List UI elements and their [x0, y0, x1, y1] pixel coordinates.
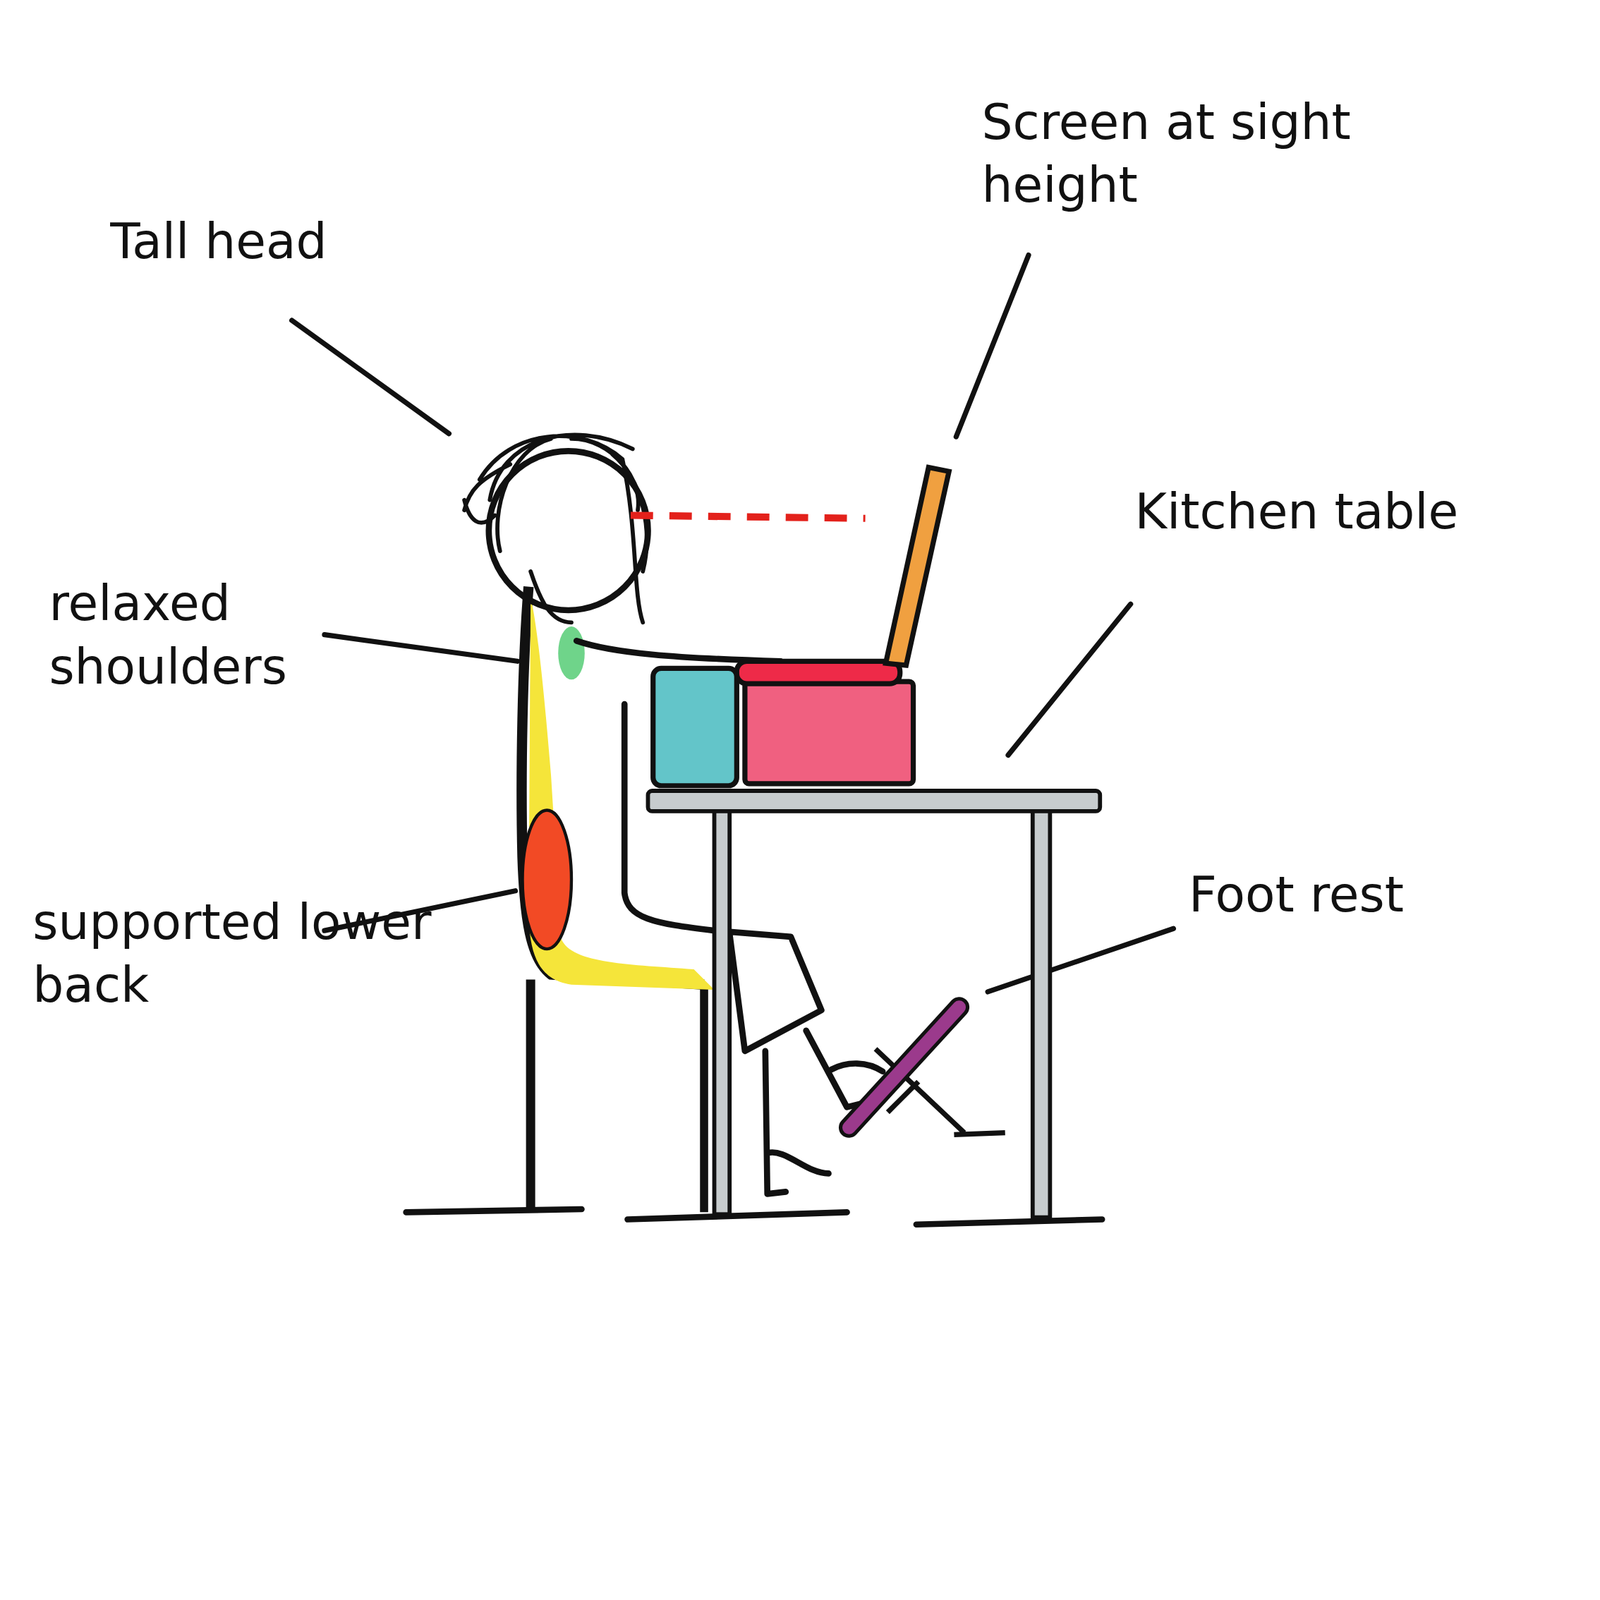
floor	[406, 1209, 1102, 1225]
callout-label: Kitchen table	[1134, 479, 1584, 544]
chair-leg	[526, 979, 536, 1210]
leader-line	[955, 255, 1029, 437]
table-leg	[714, 809, 731, 1215]
foot-rest	[848, 1007, 1005, 1136]
arm	[576, 640, 781, 662]
callout-label: relaxed shoulders	[48, 571, 396, 699]
box	[744, 681, 914, 784]
foot-rest-board	[848, 1007, 959, 1129]
leader-line	[1008, 603, 1131, 755]
leader-line	[292, 320, 450, 434]
sight-line	[630, 514, 866, 518]
hair	[464, 434, 647, 623]
callout-label: supported lower back	[32, 889, 462, 1017]
callout-label: Tall head	[110, 209, 539, 274]
person	[464, 434, 883, 1194]
foot-rest-board	[848, 1007, 959, 1129]
leader-line	[987, 928, 1174, 992]
table-leg	[1032, 809, 1051, 1218]
leg	[765, 1051, 829, 1195]
laptop-screen	[886, 467, 950, 666]
lower-back-highlight	[522, 809, 572, 949]
box	[653, 668, 738, 786]
laptop-base	[736, 661, 900, 684]
floor-line	[406, 1209, 583, 1212]
leader-line	[324, 634, 518, 662]
shoulder-highlight	[558, 626, 585, 680]
laptop-stand	[653, 467, 949, 786]
floor-line	[916, 1219, 1102, 1224]
table-top	[647, 790, 1100, 812]
callout-label: Screen at sight height	[981, 89, 1482, 217]
callout-label: Foot rest	[1188, 862, 1577, 926]
kitchen-table	[647, 790, 1100, 1218]
floor-line	[627, 1211, 848, 1220]
chair-leg	[699, 984, 709, 1213]
